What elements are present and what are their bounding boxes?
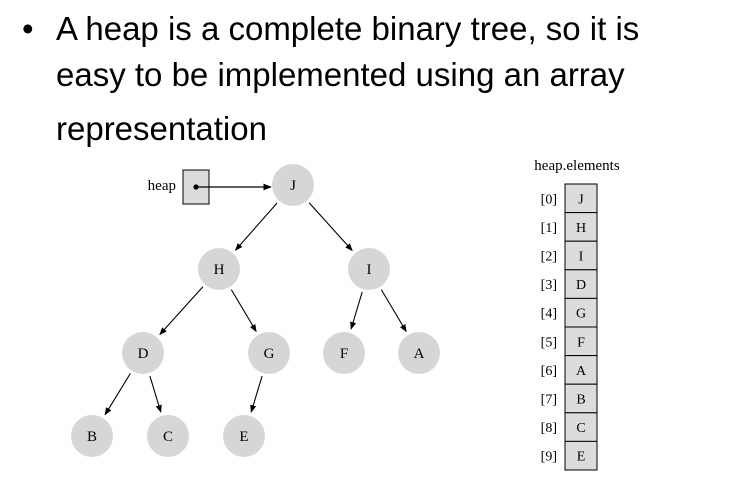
tree-node-g <box>248 332 290 374</box>
array-value-0: J <box>578 192 584 207</box>
array-index-8: [8] <box>541 421 557 436</box>
array-cell-7 <box>564 383 598 414</box>
tree-node-a <box>398 332 440 374</box>
tree-node-label-g: G <box>264 346 275 362</box>
array-cell-2 <box>564 240 598 271</box>
tree-node-e <box>223 415 265 457</box>
array-index-3: [3] <box>541 278 557 293</box>
array-index-2: [2] <box>541 250 557 265</box>
array-cell-3 <box>564 269 598 299</box>
tree-node-h <box>198 248 240 290</box>
tree-node-b <box>71 415 113 457</box>
tree-nodes: J H I D G F A B C E <box>71 164 440 457</box>
bullet-line-2: easy to be implemented using an array <box>56 56 625 93</box>
tree-edge-h-d <box>159 286 204 336</box>
tree-node-d <box>122 332 164 374</box>
array-value-2: I <box>579 250 584 265</box>
tree-node-c <box>147 415 189 457</box>
tree-edge-j-h <box>234 202 278 251</box>
heap-pointer-dot <box>193 184 199 190</box>
array-cell-6 <box>564 355 598 385</box>
array-value-8: C <box>576 421 585 436</box>
tree-node-i <box>348 248 390 290</box>
tree-edge-i-a <box>380 289 407 333</box>
array-index-9: [9] <box>541 450 557 465</box>
array-value-7: B <box>576 393 585 408</box>
array-index-0: [0] <box>541 192 557 207</box>
tree-node-label-c: C <box>163 429 173 445</box>
tree-edge-d-b <box>104 373 131 416</box>
array-index-4: [4] <box>541 307 557 322</box>
tree-node-label-a: A <box>414 346 425 362</box>
array-cell-9 <box>564 440 598 471</box>
tree-edge-j-i <box>308 202 353 252</box>
tree-edge-g-e <box>250 375 263 413</box>
array-value-3: D <box>576 278 586 293</box>
tree-node-label-e: E <box>239 429 248 445</box>
array-index-5: [5] <box>541 335 557 350</box>
tree-edge-d-c <box>149 375 162 413</box>
array-cell-1 <box>564 212 598 242</box>
heap-elements-array: [0] J [1] H [2] I [3] D [4] G [5] F [6] A [7] B [8] C [9] E <box>541 183 598 471</box>
array-value-1: H <box>576 221 586 236</box>
array-index-1: [1] <box>541 221 557 236</box>
tree-node-label-d: D <box>138 346 149 362</box>
tree-node-label-i: I <box>367 262 372 278</box>
array-value-9: E <box>577 450 586 465</box>
tree-edges <box>104 202 407 416</box>
bullet-line-3: representation <box>56 110 267 147</box>
array-cell-0 <box>564 183 598 214</box>
bullet-text: A heap is a complete binary tree, so it … <box>56 6 743 152</box>
array-cell-4 <box>564 297 598 328</box>
tree-edge-i-f <box>350 291 363 330</box>
array-value-4: G <box>576 307 586 322</box>
tree-node-label-j: J <box>290 178 296 194</box>
tree-node-label-b: B <box>87 429 97 445</box>
tree-node-j <box>272 164 314 206</box>
array-value-6: A <box>576 364 587 379</box>
bullet-dot: • <box>22 10 34 47</box>
heap-pointer-label: heap <box>148 178 176 194</box>
array-index-7: [7] <box>541 393 557 408</box>
tree-edge-h-g <box>230 289 257 333</box>
bullet-line-1: A heap is a complete binary tree, so it … <box>56 10 640 47</box>
tree-node-f <box>323 332 365 374</box>
array-index-6: [6] <box>541 364 557 379</box>
array-cell-5 <box>564 326 598 357</box>
array-title: heap.elements <box>534 158 620 174</box>
array-value-5: F <box>577 335 585 350</box>
tree-node-label-f: F <box>340 346 348 362</box>
tree-node-label-h: H <box>214 262 225 278</box>
